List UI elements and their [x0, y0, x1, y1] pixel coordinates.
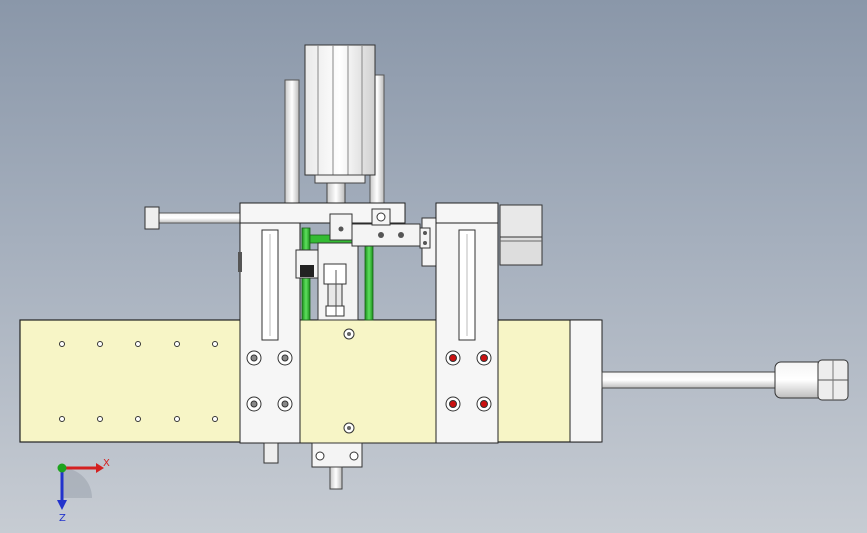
z-axis-label: Z — [59, 513, 66, 524]
base-plate-holes — [59, 341, 218, 422]
top-clamp-bracket[interactable] — [329, 208, 431, 249]
inner-mechanism[interactable] — [295, 242, 359, 321]
right-slide-plate[interactable] — [435, 222, 499, 444]
left-slide-plate[interactable] — [239, 222, 301, 444]
axis-triad: X Z — [57, 458, 110, 524]
x-axis-label: X — [103, 458, 110, 469]
right-piston-rod[interactable] — [601, 359, 849, 401]
bottom-parts[interactable] — [238, 252, 363, 490]
left-plate-bolts — [246, 350, 293, 412]
right-plate-bolts — [445, 350, 492, 412]
upper-frame[interactable] — [239, 202, 499, 224]
center-block[interactable] — [299, 319, 437, 444]
left-horizontal-rod — [144, 206, 244, 230]
top-cylinder[interactable] — [304, 44, 376, 209]
